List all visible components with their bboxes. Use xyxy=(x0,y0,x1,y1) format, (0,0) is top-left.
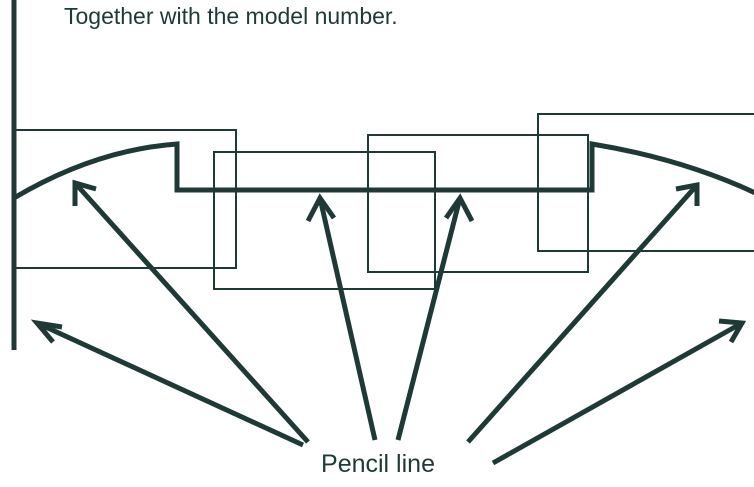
pencil-line-label: Pencil line xyxy=(321,450,435,478)
caption-text: Together with the model number. xyxy=(64,3,398,29)
arrow-6 xyxy=(491,318,747,466)
outline-rectangles xyxy=(13,113,754,290)
arrow-3 xyxy=(305,193,378,441)
outline-rect-3 xyxy=(367,134,589,273)
outline-rect-4 xyxy=(537,113,754,252)
outline-rect-2 xyxy=(213,151,436,290)
arrow-5 xyxy=(466,181,700,444)
arrow-4 xyxy=(395,193,475,441)
outline-rect-1 xyxy=(13,129,237,269)
arrow-2 xyxy=(72,179,310,444)
pointer-arrows xyxy=(30,179,747,466)
pencil-contour-line xyxy=(12,141,754,201)
arrow-1 xyxy=(30,319,305,448)
